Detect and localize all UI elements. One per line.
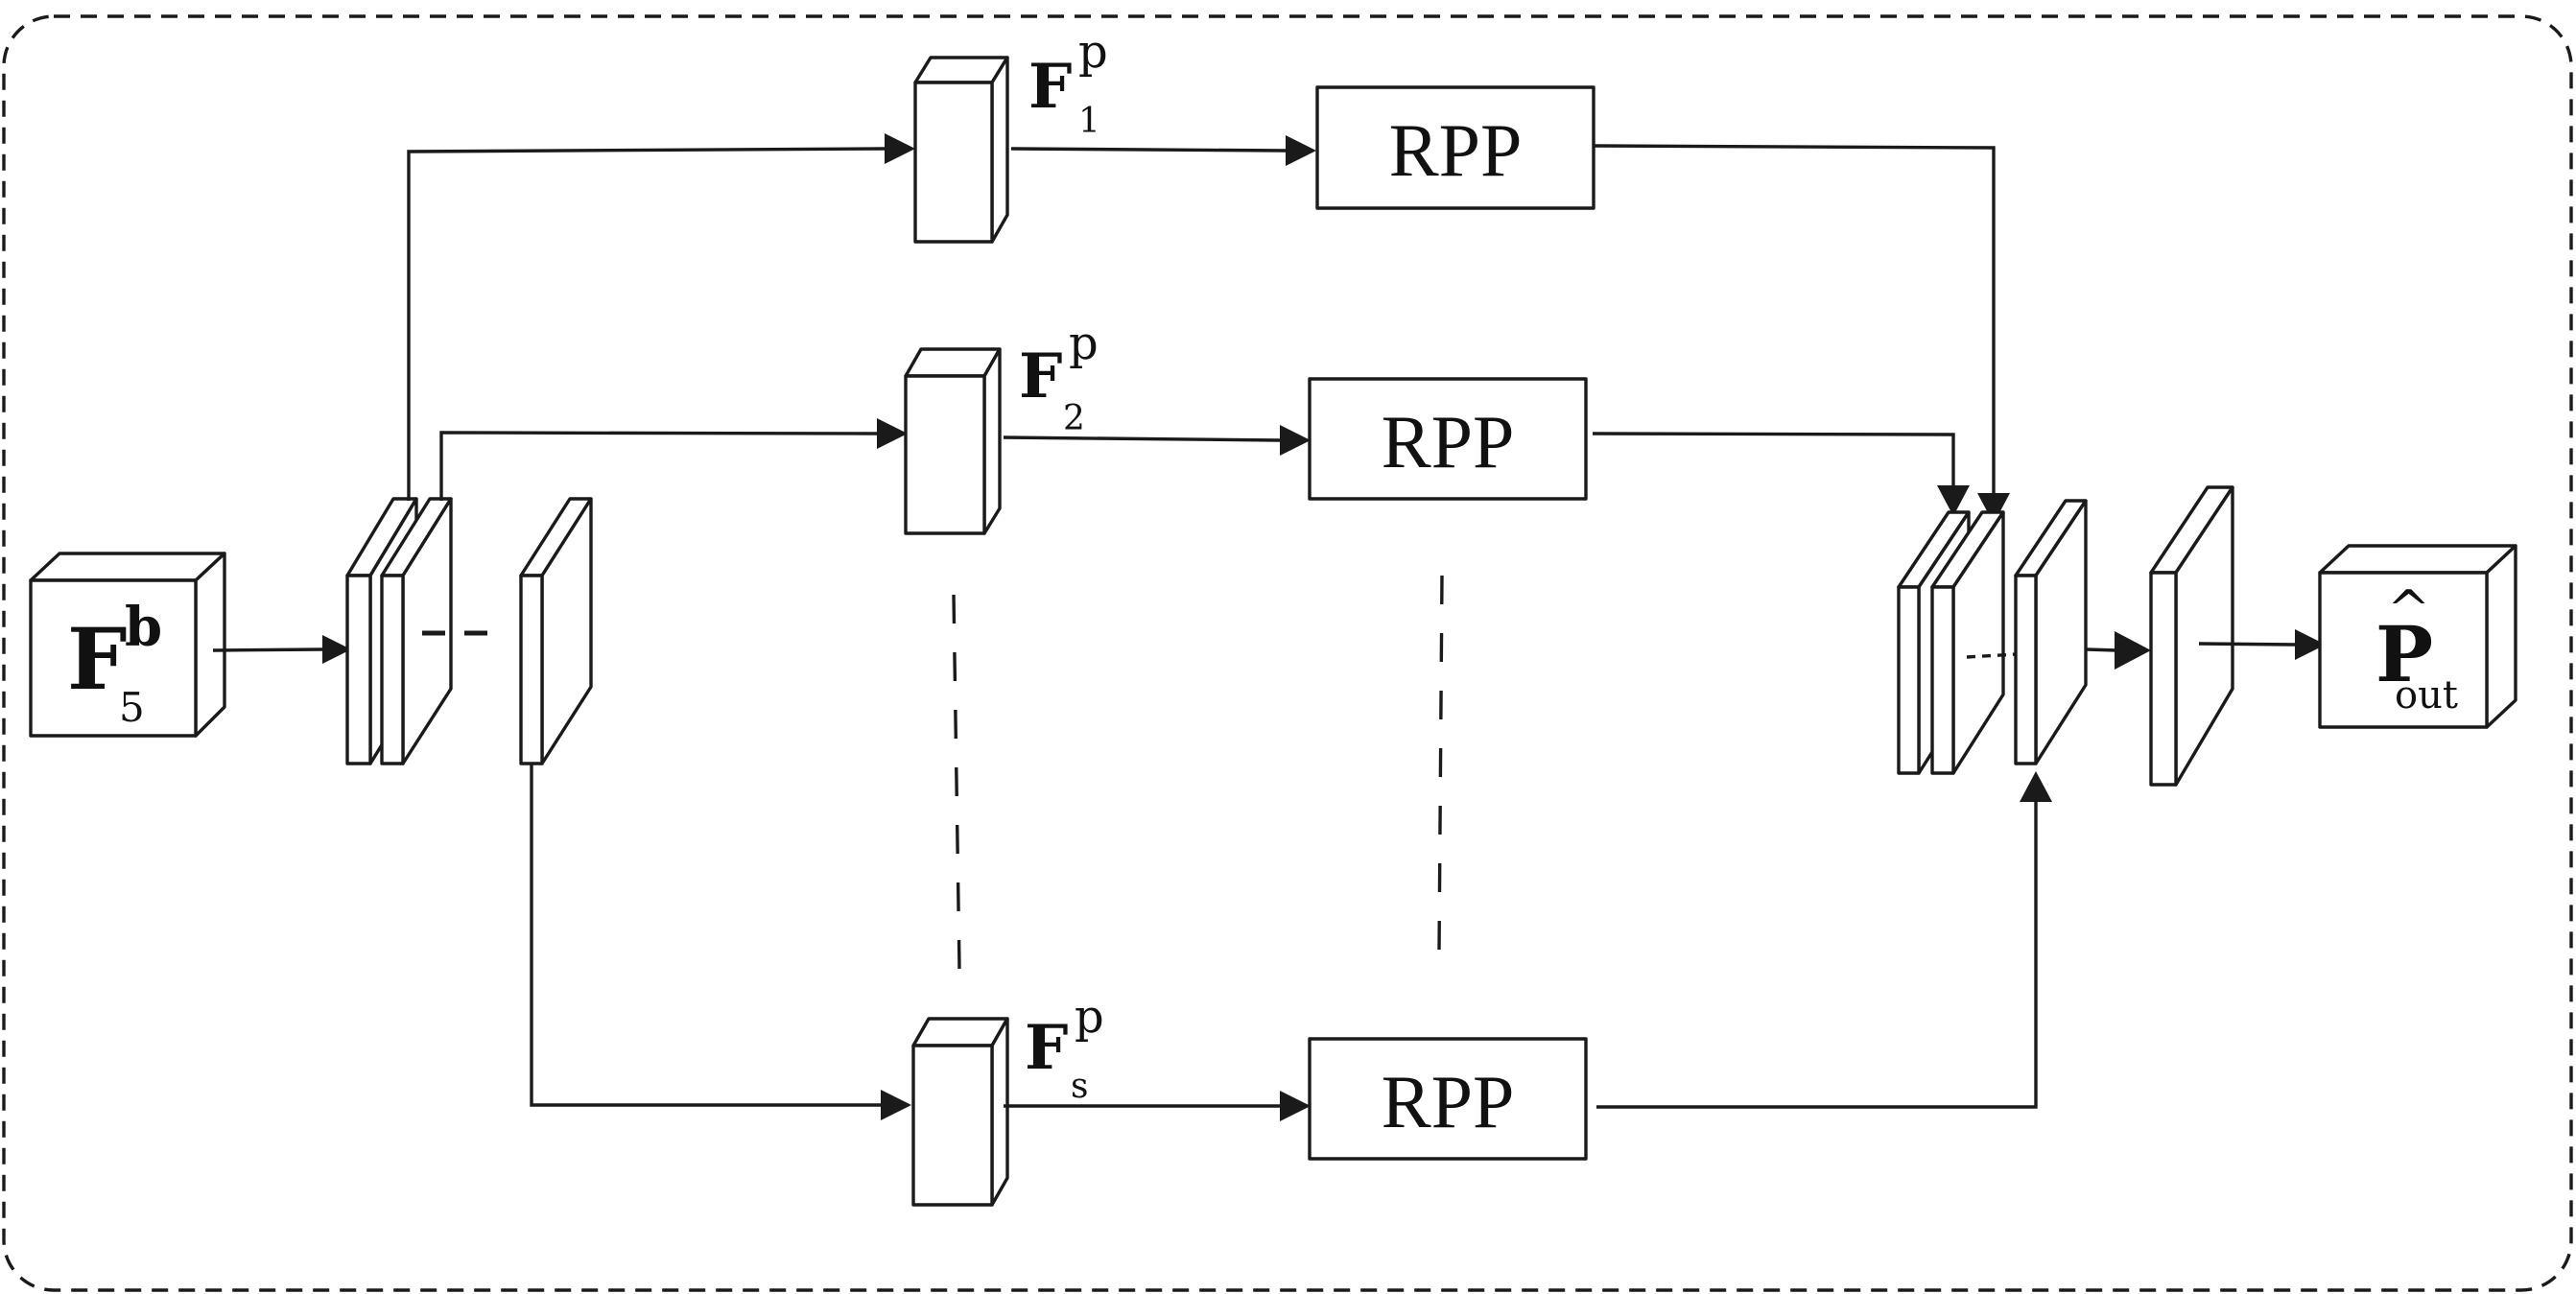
- connector-rpp-s-to-concat: [1596, 802, 2038, 1109]
- rpp-block-1-label: RPP: [1389, 108, 1523, 192]
- arrowhead-to-branch1: [885, 133, 915, 164]
- input-label-sub: 5: [119, 684, 145, 731]
- input-feature-cube: [29, 552, 226, 738]
- concat-feature-stack: [1897, 499, 2088, 775]
- output-feature-cube: [2318, 544, 2517, 729]
- concat-stack-ellipsis: [1966, 652, 2018, 659]
- branch2-label-sup: p: [1069, 317, 1099, 370]
- arrowhead-branch1-to-rpp: [1286, 135, 1316, 166]
- arrowhead-to-branch2: [877, 418, 908, 449]
- module-frame: [2, 14, 2573, 1292]
- arrowhead-branch-s-to-rpp: [1280, 1091, 1311, 1121]
- output-label-hat: ^: [2387, 579, 2430, 640]
- branch1-label-sup: p: [1078, 25, 1108, 79]
- branch-ellipsis-right: [1437, 575, 1444, 953]
- rpp-block-2-label: RPP: [1382, 400, 1515, 483]
- branch1-label-main: F: [1028, 51, 1072, 123]
- arrowhead-concat-to-fused: [2115, 631, 2151, 670]
- branch-s-feature-block: [911, 1017, 1009, 1207]
- arrow-concat-to-fused: [2086, 647, 2117, 652]
- branch-s-label-sup: p: [1075, 990, 1104, 1044]
- branch2-label-main: F: [1019, 341, 1062, 412]
- output-label-main: P: [2375, 609, 2433, 699]
- connector-split-to-branch2: [439, 431, 878, 501]
- input-label-main: F: [67, 609, 127, 709]
- arrow-input-to-split: [212, 647, 323, 652]
- arrowhead-rpp1-to-concat: [1977, 493, 2010, 524]
- branch-s-label-main: F: [1025, 1012, 1068, 1084]
- split-feature-stack: [345, 497, 593, 765]
- connector-split-to-branch1: [407, 147, 886, 501]
- input-label-sup: b: [125, 596, 162, 659]
- connector-rpp2-to-concat: [1592, 432, 1955, 487]
- arrowhead-rpp-s-to-concat: [2020, 771, 2052, 802]
- arrowhead-fused-to-output: [2295, 629, 2326, 660]
- branch1-feature-block: [913, 56, 1009, 244]
- arrow-branch1-to-rpp: [1010, 147, 1287, 153]
- arrowhead-to-branch-s: [881, 1090, 911, 1120]
- rpp-block-s: [1308, 1037, 1588, 1161]
- rpp-block-2: [1308, 377, 1588, 501]
- branch-s-label-sub: s: [1071, 1067, 1088, 1106]
- arrowhead-rpp2-to-concat: [1937, 485, 1970, 516]
- rpp-block-1: [1315, 85, 1595, 210]
- branch2-label-sub: 2: [1063, 399, 1085, 438]
- output-label-sub: out: [2395, 673, 2458, 718]
- arrowhead-branch2-to-rpp: [1280, 425, 1311, 456]
- branch2-feature-block: [904, 347, 1002, 535]
- branch1-label-sub: 1: [1078, 102, 1100, 141]
- arrowhead-input-to-split: [322, 635, 351, 664]
- arrow-branch2-to-rpp: [1003, 435, 1281, 442]
- arrow-fused-to-output: [2198, 642, 2296, 647]
- connector-split-to-branch-s: [530, 764, 881, 1107]
- rpp-block-s-label: RPP: [1382, 1060, 1515, 1143]
- branch-ellipsis-left: [952, 594, 961, 970]
- fused-feature-slab: [2149, 485, 2234, 787]
- connector-rpp1-to-concat: [1593, 144, 1996, 495]
